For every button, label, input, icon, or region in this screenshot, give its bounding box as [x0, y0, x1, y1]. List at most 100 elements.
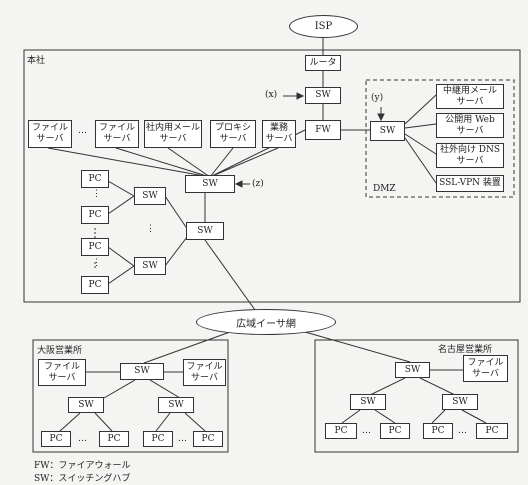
pc-osaka-2-label: PC	[107, 433, 121, 444]
osaka-sw-main: SW	[120, 363, 164, 380]
legend-fw: FW：ファイアウォール	[34, 461, 131, 471]
file-server-2-line2: サーバ	[103, 134, 131, 144]
dmz-server-relay-mail-line1: 中継用メール	[442, 85, 497, 96]
dmz-ssl-vpn: SSL-VPN 装置	[436, 175, 504, 192]
router: ルータ	[305, 55, 341, 71]
pc-osaka-4-label: PC	[201, 433, 215, 444]
router-label: ルータ	[309, 57, 337, 68]
sw-top-label: SW	[315, 90, 331, 101]
business-server-line1: 業務	[269, 123, 288, 134]
sw-floor-b-label: SW	[142, 260, 158, 271]
internal-mail-server-line1: 社内用メール	[145, 123, 200, 134]
pc-hq-2-label: PC	[88, 209, 102, 220]
osaka-file-left-line1: ファイル	[43, 361, 80, 372]
internal-mail-server: 社内用メール サーバ	[144, 120, 202, 148]
isp-cloud: ISP	[289, 15, 358, 38]
osaka-sw-left-label: SW	[78, 399, 94, 410]
marker-x: (x)	[265, 90, 278, 100]
osaka-dots-1: …	[78, 434, 87, 444]
pc-osaka-3-label: PC	[151, 433, 165, 444]
pc-osaka-1: PC	[41, 431, 71, 447]
dmz-ssl-vpn-label: SSL-VPN 装置	[439, 178, 501, 189]
pc-nagoya-3-label: PC	[431, 425, 445, 436]
business-server: 業務 サーバ	[262, 120, 296, 148]
pc-hq-4: PC	[81, 276, 109, 294]
sw-dmz-label: SW	[379, 125, 396, 136]
vdots-switches: ⋮	[146, 224, 155, 234]
dmz-server-external-dns-line1: 社外向け DNS	[439, 144, 501, 155]
osaka-sw-left: SW	[68, 397, 104, 413]
dmz-area	[365, 79, 515, 198]
osaka-sw-main-label: SW	[134, 366, 150, 377]
pc-hq-1: PC	[81, 170, 109, 188]
dmz-server-external-dns-line2: サーバ	[456, 155, 484, 166]
fw-label: FW	[315, 124, 331, 135]
proxy-server-line1: プロキシ	[214, 123, 251, 134]
pc-nagoya-2-label: PC	[388, 425, 402, 436]
proxy-server: プロキシ サーバ	[210, 120, 256, 148]
pc-nagoya-4: PC	[476, 423, 508, 439]
dmz-server-relay-mail: 中継用メール サーバ	[436, 84, 504, 109]
dmz-server-public-web-line1: 公開用 Web	[445, 114, 495, 125]
sw-core-label: SW	[202, 178, 218, 189]
osaka-file-left: ファイル サーバ	[38, 359, 86, 386]
nagoya-area	[314, 339, 519, 453]
nagoya-sw-left: SW	[350, 394, 386, 410]
pc-osaka-2: PC	[99, 431, 129, 447]
pc-nagoya-1: PC	[325, 423, 357, 439]
marker-y: (y)	[371, 93, 384, 103]
nagoya-sw-main-label: SW	[404, 364, 421, 375]
sw-floor-a-label: SW	[142, 190, 158, 201]
nagoya-label: 名古屋営業所	[438, 345, 493, 355]
osaka-file-right-line2: サーバ	[191, 372, 218, 383]
nagoya-file: ファイル サーバ	[463, 355, 508, 382]
pc-hq-3-label: PC	[88, 241, 102, 252]
nagoya-file-line2: サーバ	[472, 368, 499, 379]
file-server-1: ファイル サーバ	[28, 120, 72, 148]
dmz-server-external-dns: 社外向け DNS サーバ	[436, 143, 504, 168]
file-server-2-line1: ファイル	[98, 123, 135, 134]
pc-hq-1-label: PC	[88, 173, 102, 184]
sw-dist: SW	[186, 222, 224, 240]
sw-dist-label: SW	[197, 225, 213, 236]
pc-nagoya-4-label: PC	[485, 425, 499, 436]
osaka-file-left-line2: サーバ	[48, 372, 76, 383]
sw-top: SW	[305, 87, 341, 104]
osaka-dots-2: …	[178, 434, 187, 444]
pc-hq-3: PC	[81, 238, 109, 256]
legend-sw: SW：スイッチングハブ	[34, 474, 131, 484]
vdots-pcs-a: ⋮	[92, 189, 101, 199]
osaka-file-right-line1: ファイル	[186, 361, 223, 372]
osaka-label: 大阪営業所	[37, 346, 83, 356]
wan-label: 広域イーサ網	[236, 318, 296, 330]
pc-nagoya-2: PC	[380, 423, 410, 439]
hq-area	[23, 49, 521, 303]
proxy-server-line2: サーバ	[219, 134, 247, 144]
nagoya-file-line1: ファイル	[467, 357, 504, 368]
pc-hq-2: PC	[81, 206, 109, 224]
nagoya-sw-right: SW	[442, 394, 478, 410]
nagoya-sw-right-label: SW	[452, 396, 468, 407]
pc-osaka-3: PC	[143, 431, 173, 447]
osaka-sw-right: SW	[158, 397, 194, 413]
hq-label: 本社	[27, 56, 46, 66]
pc-nagoya-3: PC	[423, 423, 453, 439]
osaka-area	[32, 339, 229, 453]
osaka-sw-right-label: SW	[168, 399, 184, 410]
file-server-1-line2: サーバ	[36, 134, 64, 144]
pc-osaka-1-label: PC	[49, 433, 63, 444]
internal-mail-server-line2: サーバ	[159, 134, 187, 144]
servers-ellipsis: …	[78, 126, 87, 136]
pc-nagoya-1-label: PC	[334, 425, 348, 436]
nagoya-dots-1: …	[362, 426, 371, 436]
business-server-line2: サーバ	[265, 134, 293, 144]
dmz-server-public-web: 公開用 Web サーバ	[436, 113, 504, 138]
dmz-server-public-web-line2: サーバ	[456, 125, 484, 136]
wan-cloud: 広域イーサ網	[196, 309, 336, 335]
nagoya-dots-2: …	[458, 426, 467, 436]
isp-label: ISP	[314, 21, 333, 32]
dmz-server-relay-mail-line2: サーバ	[456, 96, 484, 107]
sw-floor-a: SW	[134, 187, 166, 205]
